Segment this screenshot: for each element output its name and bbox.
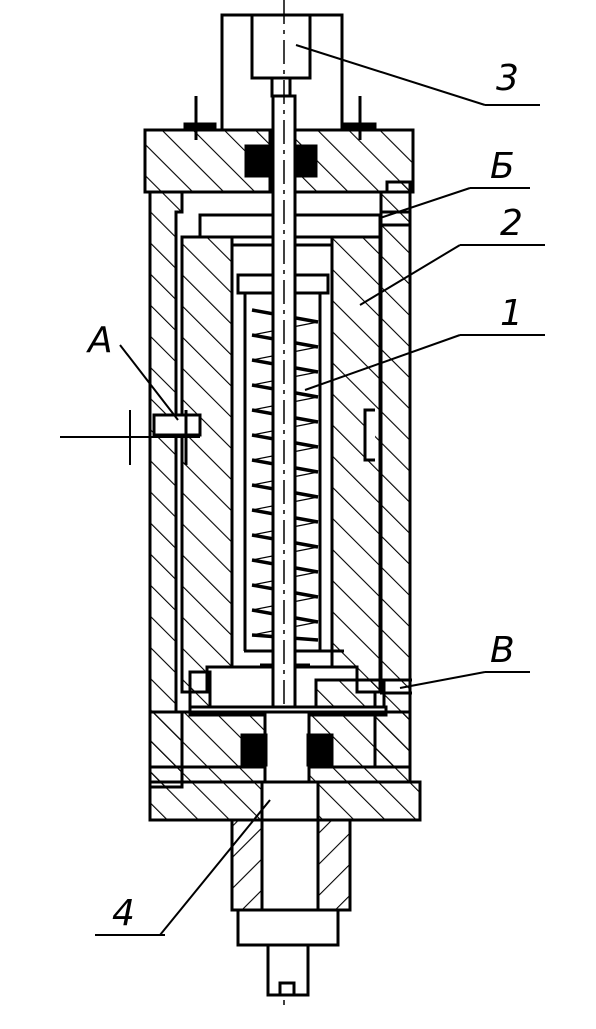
bottom-block xyxy=(148,710,422,822)
label-4: 4 xyxy=(112,893,135,934)
label-3: 3 xyxy=(496,58,519,99)
label-v: B xyxy=(490,630,515,671)
label-1: 1 xyxy=(500,293,523,334)
label-b-cyr: Б xyxy=(490,146,515,187)
outer-housing xyxy=(148,180,412,789)
port-a xyxy=(60,410,202,465)
bottom-nozzle xyxy=(230,818,352,997)
label-a: A xyxy=(86,320,113,361)
label-2: 2 xyxy=(500,203,523,244)
leader-lines xyxy=(95,44,545,936)
